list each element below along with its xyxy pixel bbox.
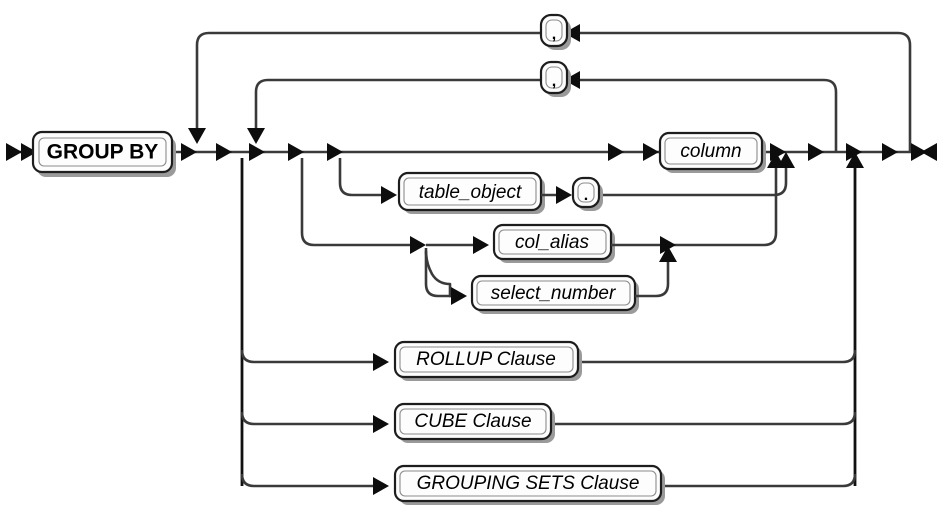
node-dot-separator: . — [571, 176, 603, 211]
table-object-branch-rail — [338, 158, 788, 197]
node-dot-separator-label: . — [584, 187, 588, 204]
node-grouping-sets-clause-label: GROUPING SETS Clause — [417, 473, 640, 494]
grouping-sets-entry-arrow-icon — [373, 477, 389, 495]
table-object-entry-arrow-icon — [381, 186, 397, 204]
alias-branch-arrow-icon — [410, 236, 426, 254]
inner-comma-loop-rail — [254, 78, 838, 152]
node-select-number-label: select_number — [491, 283, 616, 304]
column-pre-entry-arrow-icon — [608, 143, 624, 161]
node-group-by-label: GROUP BY — [47, 141, 159, 164]
node-table-object-label: table_object — [419, 182, 522, 203]
node-col-alias-label: col_alias — [515, 232, 589, 253]
outer-comma-loop-descend-icon — [188, 128, 206, 144]
node-comma-outer-label: , — [552, 26, 556, 43]
alias-group-exit-rail — [676, 168, 778, 247]
node-column: column — [658, 131, 766, 173]
node-group-by: GROUP BY — [31, 130, 176, 177]
node-column-label: column — [680, 141, 741, 162]
outer-comma-loop-rail — [195, 31, 912, 152]
node-grouping-sets-clause: GROUPING SETS Clause — [393, 464, 665, 505]
cube-entry-arrow-icon — [373, 415, 389, 433]
node-cube-clause-label: CUBE Clause — [414, 411, 531, 432]
col-alias-entry-arrow-icon — [473, 236, 489, 254]
select-number-exit-rail — [635, 262, 670, 298]
alias-branch-rail — [300, 158, 410, 247]
inner-comma-loop-descend-icon — [247, 128, 265, 144]
node-comma-inner-label: , — [552, 73, 556, 90]
end-terminator-icon — [911, 143, 937, 161]
rollup-row-rail — [240, 349, 857, 364]
node-cube-clause: CUBE Clause — [393, 402, 555, 443]
dot-entry-arrow-icon — [556, 186, 572, 204]
column-entry-arrow-icon — [643, 143, 659, 161]
node-comma-inner: , — [539, 60, 571, 97]
node-select-number: select_number — [470, 274, 639, 314]
node-rollup-clause: ROLLUP Clause — [393, 340, 582, 381]
cube-row-rail — [240, 411, 857, 426]
select-number-rail — [424, 248, 455, 298]
node-rollup-clause-label: ROLLUP Clause — [416, 349, 556, 370]
rollup-entry-arrow-icon — [373, 353, 389, 371]
node-table-object: table_object — [397, 171, 545, 214]
node-comma-outer: , — [539, 13, 571, 50]
node-col-alias: col_alias — [492, 223, 615, 263]
select-number-entry-arrow-icon — [451, 287, 467, 305]
grouping-sets-row-rail — [240, 473, 857, 488]
